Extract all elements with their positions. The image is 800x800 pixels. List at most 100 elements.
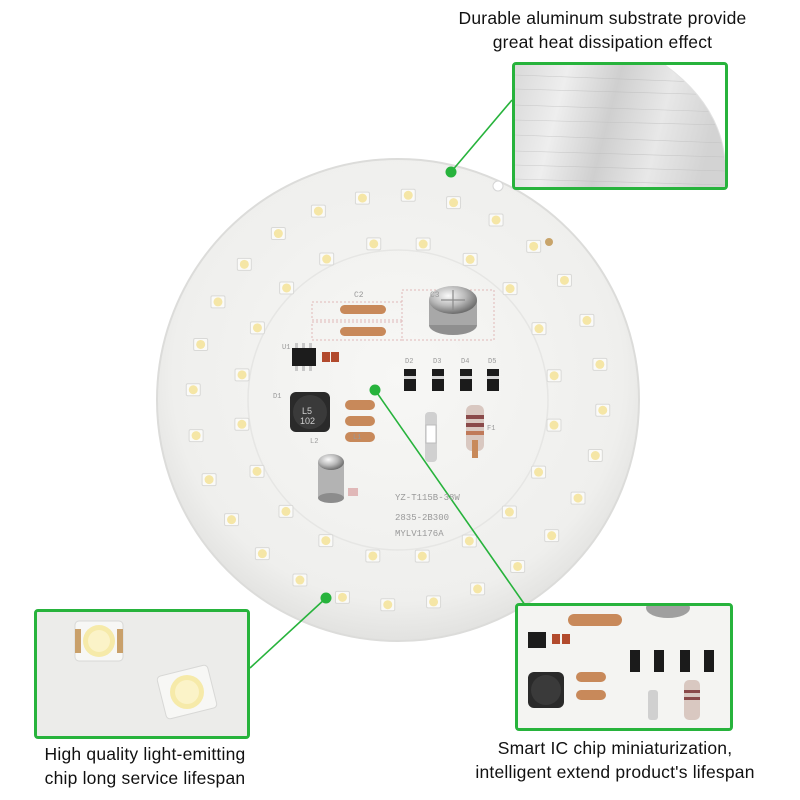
label-c3: C3 <box>430 291 440 300</box>
label-d1: D1 <box>273 393 281 401</box>
led-chip <box>426 595 442 609</box>
caption-led-line2: chip long service lifespan <box>44 768 246 788</box>
callout-dot-ic <box>369 384 381 396</box>
led-chip <box>380 598 396 612</box>
led-chip <box>531 465 547 479</box>
led-chip <box>292 573 308 587</box>
inset-smart-ic <box>515 603 733 731</box>
brushed-aluminum-texture <box>515 65 725 187</box>
led-chip <box>502 282 518 296</box>
led-chip <box>354 191 370 205</box>
led-chip <box>470 582 486 596</box>
led-chip <box>526 239 542 253</box>
callout-substrate <box>450 99 513 173</box>
callout-dot-led <box>320 592 332 604</box>
led-chip <box>592 357 608 371</box>
led-chip <box>366 237 382 251</box>
callout-led <box>249 597 327 669</box>
led-chip <box>531 322 547 336</box>
inductor-l2 <box>290 392 330 432</box>
label-batch: MYLV1176A <box>395 529 444 539</box>
inner-trace-ring <box>247 249 549 551</box>
led-chip <box>201 473 217 487</box>
inductor-marking-top: L5 <box>302 406 312 416</box>
led-chip <box>188 429 204 443</box>
inductor-l1-pads <box>345 400 375 442</box>
led-chip <box>278 504 294 518</box>
label-led-spec: 2835-2B300 <box>395 513 449 523</box>
caption-ic-line2: intelligent extend product's lifespan <box>475 762 755 782</box>
led-chip <box>334 590 350 604</box>
smart-ic-chip-u1 <box>292 343 339 371</box>
label-c2: C2 <box>354 291 364 300</box>
led-chip <box>234 368 250 382</box>
label-d2: D2 <box>405 358 413 366</box>
led-chip-closeup-1 <box>74 620 124 662</box>
inset-aluminum-substrate <box>512 62 728 190</box>
led-chip-closeup <box>37 612 247 736</box>
label-u1: U1 <box>282 344 290 352</box>
inset-led-chips <box>34 609 250 739</box>
led-chip <box>546 369 562 383</box>
led-chip <box>279 281 295 295</box>
label-l2: L2 <box>310 438 318 446</box>
led-chip <box>556 273 572 287</box>
label-d4: D4 <box>461 358 469 366</box>
label-d5: D5 <box>488 358 496 366</box>
caption-ic-line1: Smart IC chip miniaturization, <box>497 738 733 758</box>
led-chip <box>185 383 201 397</box>
led-chip <box>579 313 595 327</box>
smart-ic-closeup <box>518 606 730 728</box>
led-chip <box>414 549 430 563</box>
led-chip <box>400 188 416 202</box>
led-chip <box>595 403 611 417</box>
callout-ic <box>374 389 526 606</box>
led-chip <box>254 547 270 561</box>
pcb-board <box>156 158 640 642</box>
callout-dot-substrate <box>445 166 457 178</box>
led-chip <box>488 213 504 227</box>
led-chip <box>365 549 381 563</box>
led-chip <box>249 464 265 478</box>
led-chip <box>570 491 586 505</box>
led-chip <box>501 505 517 519</box>
capacitor-c2-pads <box>311 301 403 341</box>
led-chip <box>544 529 560 543</box>
mounting-hole <box>492 180 504 192</box>
led-chip-array <box>185 188 611 612</box>
caption-led-chip: High quality light-emitting chip long se… <box>0 742 290 790</box>
rectifier-diodes <box>404 369 499 391</box>
inductor-marking-bottom: 102 <box>300 416 315 426</box>
caption-aluminum-substrate: Durable aluminum substrate provide great… <box>395 6 800 54</box>
label-d3: D3 <box>433 358 441 366</box>
led-chip <box>446 196 462 210</box>
label-l1: L1 <box>353 434 361 442</box>
led-chip <box>587 449 603 463</box>
label-model: YZ-T115B-38W <box>395 493 460 503</box>
electrolytic-capacitor-small <box>318 454 358 503</box>
led-chip <box>461 534 477 548</box>
led-chip <box>462 252 478 266</box>
led-chip <box>319 252 335 266</box>
electrolytic-capacitor-c3 <box>401 286 495 341</box>
led-chip <box>415 237 431 251</box>
led-chip <box>249 321 265 335</box>
fuse-f1 <box>425 405 484 462</box>
test-pad <box>545 238 553 246</box>
led-chip <box>546 418 562 432</box>
led-chip <box>310 204 326 218</box>
led-chip <box>234 417 250 431</box>
led-chip <box>236 257 252 271</box>
led-chip <box>193 337 209 351</box>
caption-led-line1: High quality light-emitting <box>44 744 246 764</box>
label-f1: F1 <box>487 425 495 433</box>
caption-substrate-line2: great heat dissipation effect <box>492 32 713 52</box>
caption-smart-ic: Smart IC chip miniaturization, intellige… <box>440 736 790 784</box>
led-chip <box>224 513 240 527</box>
led-chip <box>318 534 334 548</box>
caption-substrate-line1: Durable aluminum substrate provide <box>458 8 747 28</box>
led-chip <box>510 559 526 573</box>
led-chip <box>270 227 286 241</box>
led-chip <box>210 295 226 309</box>
